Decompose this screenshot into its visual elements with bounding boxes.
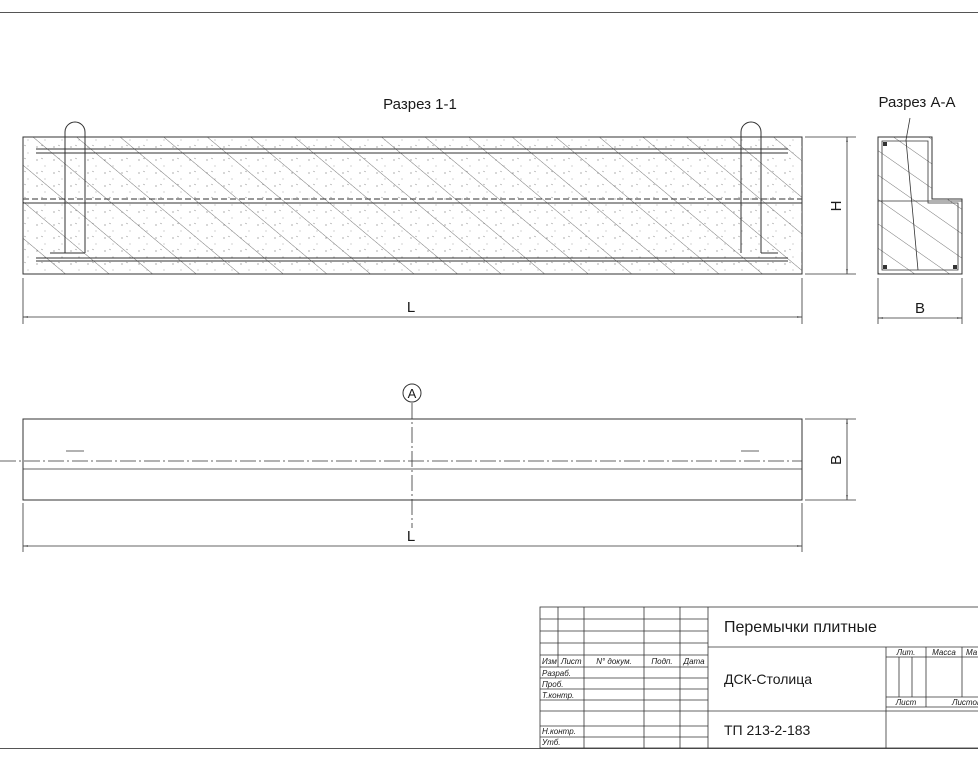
tb-organization: ДСК-Столица bbox=[724, 671, 812, 687]
section-a-a-profile bbox=[877, 136, 963, 275]
tb-header-doc: N° докум. bbox=[596, 657, 632, 666]
lifting-loop-left bbox=[50, 121, 86, 254]
tb-role-tech-control: Т.контр. bbox=[542, 691, 574, 700]
tb-mass-header: Масса bbox=[932, 648, 956, 657]
dim-height bbox=[805, 136, 856, 275]
section-a-a-inner bbox=[878, 117, 962, 271]
dim-length-plan-label: L bbox=[407, 528, 415, 545]
tb-role-approved: Утб. bbox=[541, 738, 561, 747]
tb-lit-header: Лит. bbox=[896, 648, 916, 657]
tb-role-developer: Разраб. bbox=[542, 669, 571, 678]
dim-height-label: H bbox=[828, 201, 845, 212]
dim-width-plan-label: B bbox=[828, 455, 845, 465]
dim-length-top bbox=[22, 278, 803, 324]
tb-role-norm-control: Н.контр. bbox=[542, 727, 576, 736]
tb-header-sign: Подп. bbox=[651, 657, 672, 666]
section-1-1-title: Разрез 1-1 bbox=[383, 96, 457, 113]
sheet-frame bbox=[0, 12, 978, 749]
dim-width-section-label: B bbox=[915, 300, 925, 317]
dim-length-plan bbox=[22, 503, 803, 552]
tb-scale-header: Ма bbox=[966, 648, 978, 657]
tb-sheet-label: Лист bbox=[895, 698, 917, 707]
axis-marker-a-label: A bbox=[408, 386, 417, 401]
section-a-a-rebars bbox=[883, 142, 957, 269]
reinforcement-bars bbox=[23, 148, 802, 262]
tb-header-date: Дата bbox=[682, 657, 705, 666]
section-a-a: Разрез А-А B bbox=[877, 94, 963, 324]
plan-outline bbox=[22, 418, 803, 501]
tb-project-code: ТП 213-2-183 bbox=[724, 722, 811, 738]
section-1-1-aggregate bbox=[23, 137, 802, 274]
dim-width-section bbox=[877, 278, 963, 324]
tb-header-izm: Изм bbox=[542, 657, 557, 666]
dim-width-plan bbox=[805, 418, 856, 501]
axis-marker-a bbox=[402, 383, 422, 403]
tb-header-list: Лист bbox=[560, 657, 582, 666]
dim-length-top-label: L bbox=[407, 299, 415, 316]
title-block: Изм Лист N° докум. Подп. Дата Разраб. Пр… bbox=[539, 606, 978, 749]
plan-view: A B L bbox=[0, 383, 856, 552]
tb-drawing-title: Перемычки плитные bbox=[724, 619, 877, 636]
tb-sheets-label: Листов bbox=[951, 698, 978, 707]
tb-role-checked: Проб. bbox=[542, 680, 563, 689]
section-1-1: Разрез 1-1 L bbox=[22, 96, 856, 324]
section-a-a-title: Разрез А-А bbox=[879, 94, 956, 111]
lifting-loop-right bbox=[740, 121, 778, 254]
